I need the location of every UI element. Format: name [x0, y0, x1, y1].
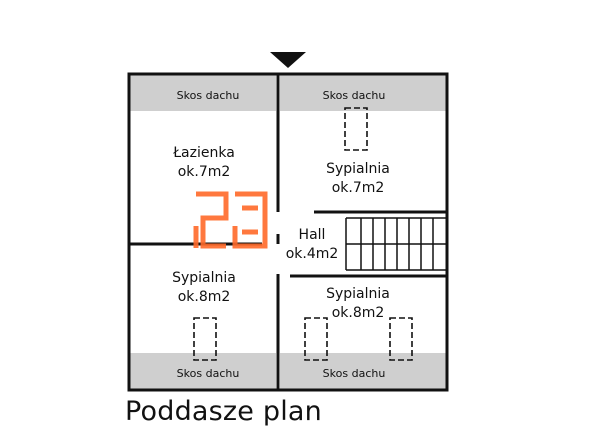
- room-name-sypialnia-top-right: Sypialnia: [326, 161, 390, 177]
- outer-wall: [127, 72, 449, 392]
- skos-zone-bottom-left: [130, 353, 276, 389]
- staircase: [345, 217, 447, 271]
- skylight-window: [344, 107, 368, 151]
- skos-label-top-left: Skos dachu: [177, 89, 240, 102]
- watermark-logo-icon: [193, 191, 268, 249]
- skylight-window: [389, 317, 413, 361]
- room-name-hall: Hall: [299, 227, 326, 243]
- room-area-lazienka: ok.7m2: [178, 164, 231, 180]
- skos-label-top-right: Skos dachu: [323, 89, 386, 102]
- room-name-lazienka: Łazienka: [172, 145, 235, 161]
- skos-zone-bottom-right: [280, 353, 446, 389]
- room-name-sypialnia-bottom-left: Sypialnia: [172, 270, 236, 286]
- skylight-window: [193, 317, 217, 361]
- north-arrow-icon: [270, 52, 306, 68]
- room-area-sypialnia-bottom-right: ok.8m2: [332, 305, 385, 321]
- skos-label-bottom-left: Skos dachu: [177, 367, 240, 380]
- plan-caption: Poddasze plan: [125, 396, 322, 427]
- skos-zone-top-left: [130, 75, 276, 111]
- skos-label-bottom-right: Skos dachu: [323, 367, 386, 380]
- room-name-sypialnia-bottom-right: Sypialnia: [326, 286, 390, 302]
- room-area-hall: ok.4m2: [286, 246, 339, 262]
- skos-zone-top-right: [280, 75, 446, 111]
- skylight-window: [304, 317, 328, 361]
- room-area-sypialnia-top-right: ok.7m2: [332, 180, 385, 196]
- room-area-sypialnia-bottom-left: ok.8m2: [178, 289, 231, 305]
